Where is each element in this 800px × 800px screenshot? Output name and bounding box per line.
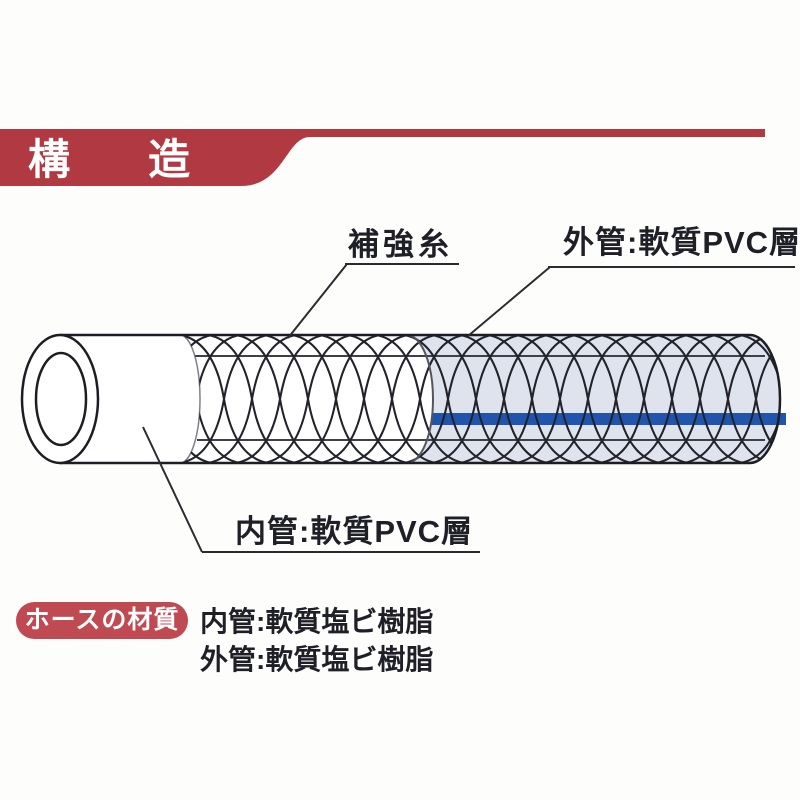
material-outer-tube: 外管:軟質塩ビ樹脂: [200, 644, 434, 675]
materials-badge: ホースの材質: [16, 602, 188, 639]
blue-stripe: [432, 413, 786, 425]
label-outer-tube: 外管:軟質PVC層: [563, 225, 800, 260]
outer-layer-cut-edge: [406, 334, 434, 464]
material-inner-tube: 内管:軟質塩ビ樹脂: [200, 606, 434, 637]
leader-lines: [142, 263, 795, 553]
page-title: 構造: [28, 136, 269, 183]
mesh-cut-edge: [179, 334, 201, 464]
hose-outline: [60, 333, 782, 465]
label-inner-tube: 内管:軟質PVC層: [235, 514, 474, 549]
outer-pvc-layer: [407, 335, 780, 463]
hose-bore-ellipse: [34, 351, 88, 447]
layer-boundary-lines: [195, 355, 765, 441]
label-reinforcement-thread: 補強糸: [348, 227, 453, 262]
header-banner-shape: [0, 129, 765, 186]
